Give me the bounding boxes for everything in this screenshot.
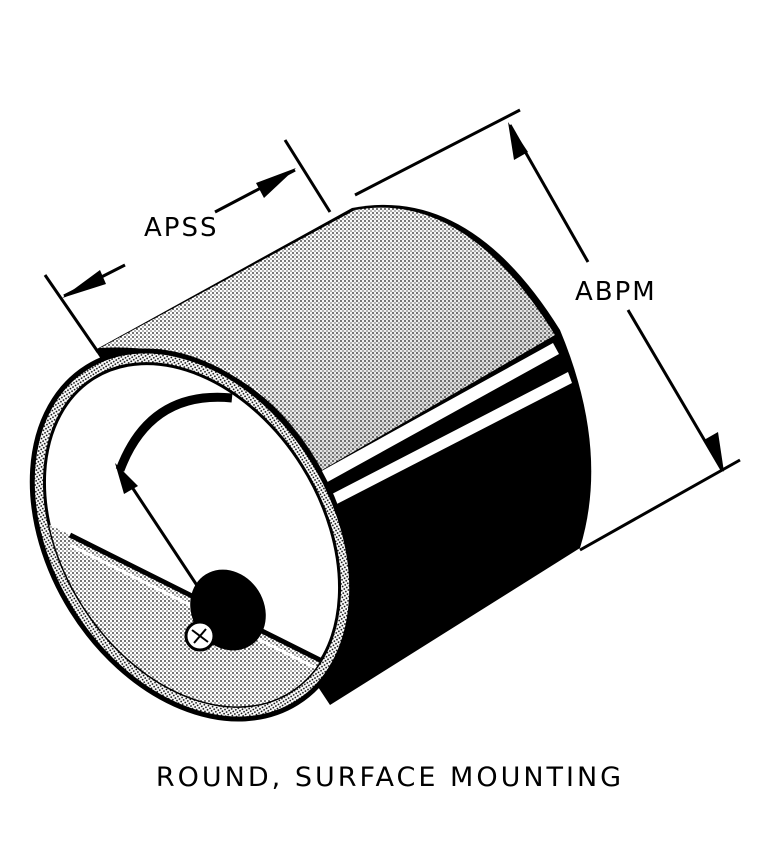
apss-dimension bbox=[43, 139, 332, 353]
cylinder-top-shading bbox=[160, 207, 555, 471]
abpm-label: ABPM bbox=[575, 277, 657, 307]
apss-label: APSS bbox=[144, 213, 218, 243]
cylinder-stripe-lower bbox=[330, 372, 572, 506]
abpm-dimension bbox=[354, 108, 741, 552]
meter-pointer bbox=[124, 477, 202, 591]
pointer-arrowhead bbox=[115, 463, 138, 494]
meter-scale-arc bbox=[115, 392, 233, 472]
cylinder-stripe-upper bbox=[318, 343, 559, 485]
figure-caption: ROUND, SURFACE MOUNTING bbox=[155, 762, 625, 793]
